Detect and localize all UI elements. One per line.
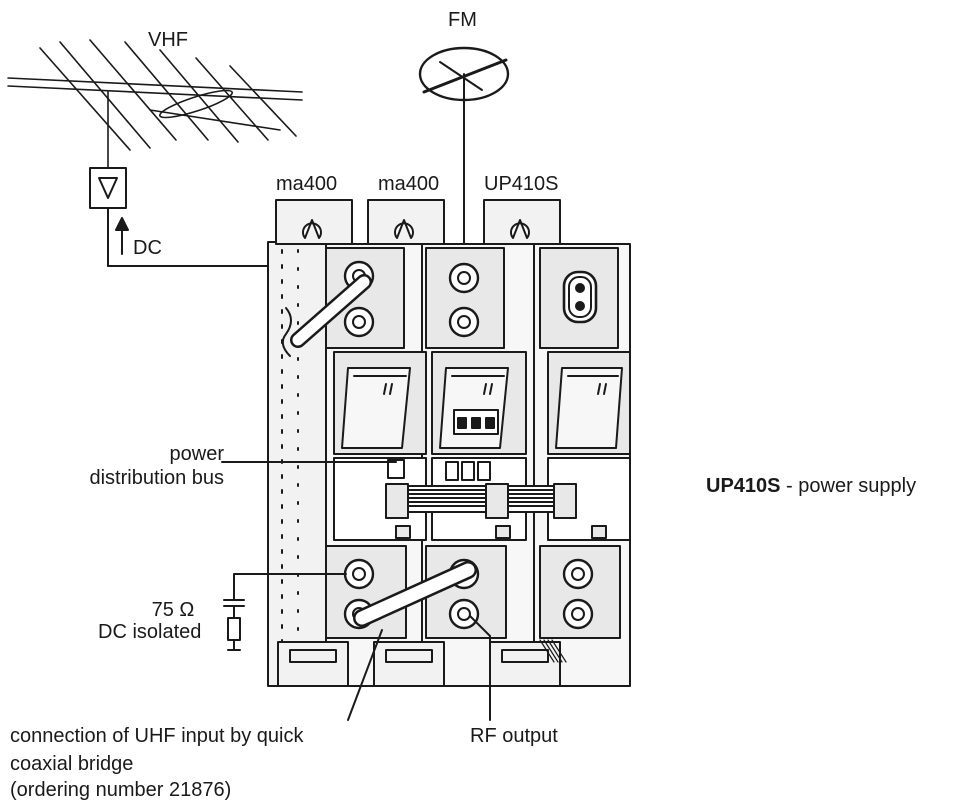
vhf-label: VHF	[148, 29, 188, 51]
termination-circuit	[223, 573, 347, 651]
rf-output-label: RF output	[470, 725, 558, 747]
power-bus-section	[333, 457, 631, 541]
vhf-antenna-icon	[7, 39, 303, 169]
arrow-up-icon	[115, 217, 129, 255]
module-label-ma400-2: ma400	[378, 173, 440, 195]
power-bus-label-line1: power	[169, 443, 224, 465]
module-label-ma400-1: ma400	[276, 173, 338, 195]
termination-note-label: DC isolated	[98, 621, 202, 643]
module-label-up410s: UP410S	[484, 173, 559, 195]
dc-label: DC	[133, 237, 162, 259]
fm-label: FM	[448, 9, 477, 31]
figure-eight-socket-icon	[562, 270, 598, 324]
quick-coaxial-bridge	[353, 561, 477, 627]
psu-desc: - power supply	[780, 475, 917, 497]
bridge-label-line3: (ordering number 21876)	[10, 779, 232, 801]
flap-sections	[333, 351, 631, 455]
resistor-icon	[227, 617, 241, 641]
power-bus-label-line2: distribution bus	[89, 467, 224, 489]
bridge-label-line1: connection of UHF input by quick	[10, 725, 304, 747]
amplifier-icon	[98, 177, 118, 199]
termination-value-label: 75 Ω	[151, 599, 195, 621]
rf-output-leader	[469, 615, 491, 721]
top-coax-bridge	[281, 274, 372, 357]
bridge-label-line2: coaxial bridge	[10, 753, 134, 775]
psu-name: UP410S	[706, 475, 781, 497]
module-feet	[277, 639, 567, 687]
amplifier-box	[89, 167, 127, 209]
psu-description: UP410S - power supply	[706, 474, 916, 498]
bridge-leader	[347, 629, 383, 721]
